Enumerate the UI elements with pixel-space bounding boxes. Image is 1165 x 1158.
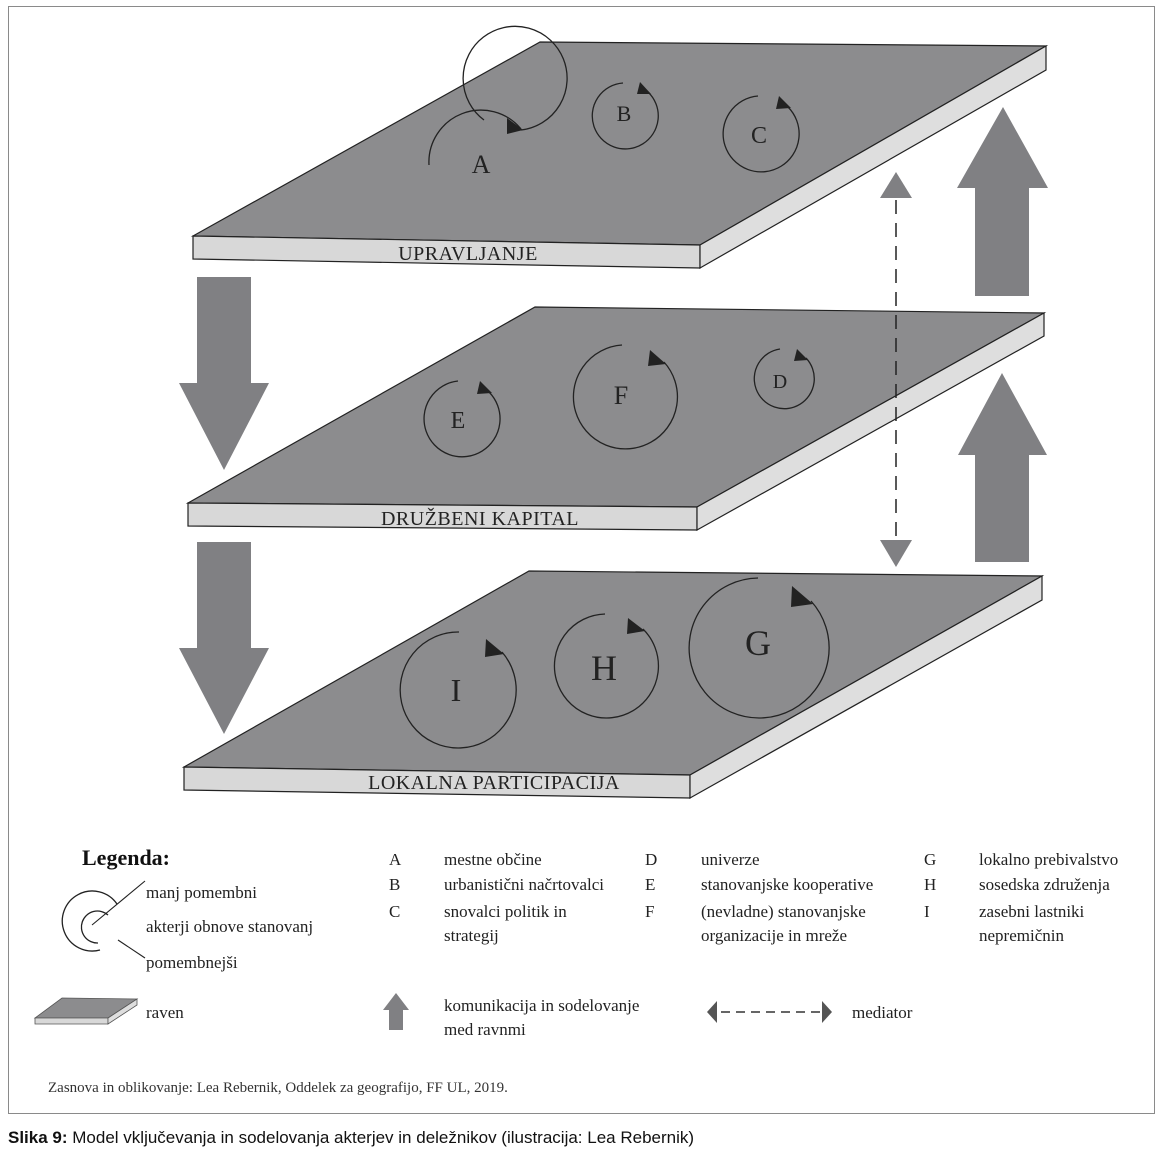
caption-prefix: Slika 9:: [8, 1128, 68, 1147]
svg-text:C: C: [751, 123, 767, 149]
svg-text:D: D: [773, 371, 787, 393]
legend-letter-g: G: [924, 850, 937, 869]
figure-caption: Slika 9: Model vključevanja in sodelovan…: [8, 1128, 694, 1148]
legend-actor-circles-icon: [61, 880, 146, 959]
plane-upravljanje: UPRAVLJANJE: [190, 41, 1049, 270]
legend-desc-e: stanovanjske kooperative: [701, 875, 874, 894]
legend-mediator: mediator: [852, 1003, 913, 1022]
actor-e: E: [423, 380, 501, 458]
svg-text:A: A: [472, 150, 491, 179]
legend-desc-g: lokalno prebivalstvo: [979, 850, 1119, 869]
figure-frame: [8, 6, 1155, 1114]
legend-communication-line2: med ravnmi: [444, 1020, 526, 1039]
legend-letter-d: D: [645, 850, 658, 869]
up-arrow-lower: [958, 373, 1047, 562]
legend-letter-f: F: [645, 902, 655, 921]
plane-lokalna-participacija: LOKALNA PARTICIPACIJA: [181, 570, 1045, 800]
actor-f: F: [572, 344, 679, 450]
legend-desc-b: urbanistični načrtovalci: [444, 875, 605, 894]
design-credit: Zasnova in oblikovanje: Lea Rebernik, Od…: [48, 1080, 508, 1096]
svg-text:B: B: [617, 101, 632, 126]
plane-druzbeni-kapital: DRUŽBENI KAPITAL: [185, 306, 1047, 532]
actor-d: D: [753, 348, 815, 410]
legend-level: raven: [146, 1003, 184, 1022]
legend-plane-icon: [33, 997, 139, 1025]
down-arrow-lower: [179, 542, 269, 734]
actor-c: C: [722, 95, 800, 173]
legend-letter-b: B: [389, 875, 401, 894]
legend-actors-label: akterji obnove stanovanj: [146, 917, 314, 936]
actor-h: H: [553, 613, 660, 719]
actor-i: I: [399, 631, 517, 749]
mediator-dashed-arrow: [880, 172, 912, 567]
plane-label-druzbeni-kapital: DRUŽBENI KAPITAL: [381, 507, 579, 530]
actor-g: G: [688, 577, 830, 719]
plane-label-lokalna-participacija: LOKALNA PARTICIPACIJA: [368, 772, 620, 794]
legend-title: Legenda:: [82, 845, 170, 870]
legend-less-important: manj pomembni: [146, 883, 257, 902]
svg-text:G: G: [745, 623, 771, 663]
legend-letter-i: I: [924, 902, 930, 921]
legend-letter-h: H: [924, 875, 937, 894]
actor-a: A: [428, 25, 568, 179]
svg-text:F: F: [614, 381, 628, 410]
legend-desc-i-line2: nepremičnin: [979, 926, 1064, 945]
legend-desc-a: mestne občine: [444, 850, 542, 869]
legend-letter-a: A: [389, 850, 402, 869]
legend-desc-f-line1: (nevladne) stanovanjske: [701, 902, 866, 921]
legend-desc-c-line2: strategij: [444, 926, 499, 945]
down-arrow-upper: [179, 277, 269, 470]
svg-text:E: E: [451, 408, 466, 434]
legend-desc-h: sosedska združenja: [979, 875, 1110, 894]
actor-b: B: [591, 82, 659, 150]
legend-letter-c: C: [389, 902, 401, 921]
legend-desc-d: univerze: [701, 850, 760, 869]
legend-communication-line1: komunikacija in sodelovanje: [444, 996, 640, 1015]
legend-mediator-icon: [707, 1001, 832, 1023]
legend-more-important: pomembnejši: [146, 953, 238, 972]
up-arrow-upper: [957, 107, 1048, 296]
legend-up-arrow-icon: [383, 993, 409, 1030]
caption-text: Model vključevanja in sodelovanja akterj…: [67, 1128, 695, 1147]
legend-desc-c-line1: snovalci politik in: [444, 902, 567, 921]
svg-text:H: H: [591, 648, 617, 688]
legend-letter-e: E: [645, 875, 656, 894]
svg-text:I: I: [451, 672, 462, 708]
legend-desc-i-line1: zasebni lastniki: [979, 902, 1085, 921]
plane-label-upravljanje: UPRAVLJANJE: [398, 243, 538, 265]
legend-desc-f-line2: organizacije in mreže: [701, 926, 847, 945]
